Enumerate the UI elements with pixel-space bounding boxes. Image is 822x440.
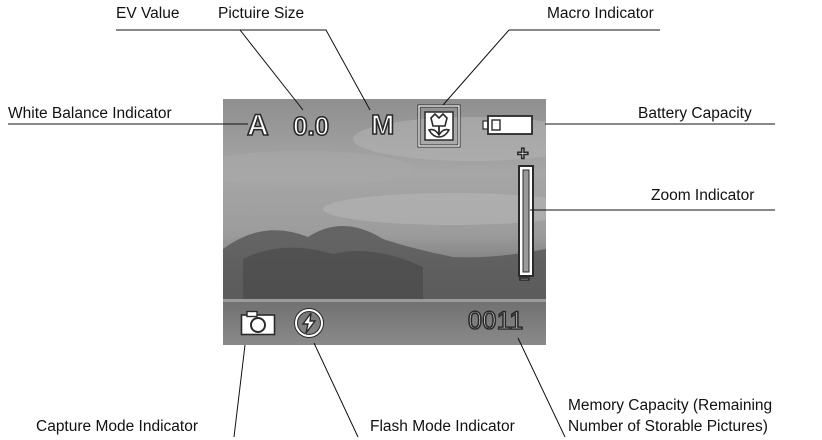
zoom-plus-sign: +	[516, 142, 529, 166]
macro-flower-icon	[417, 104, 461, 148]
memory-capacity-label-line2: Number of Storable Pictures)	[568, 418, 768, 435]
zoom-minus-sign: −	[518, 268, 530, 290]
battery-icon	[482, 115, 533, 135]
memory-capacity-label-line1: Memory Capacity (Remaining	[568, 397, 773, 414]
camera-icon	[240, 310, 276, 336]
zoom-bar	[518, 165, 534, 277]
picture-size-value: M	[370, 108, 395, 141]
flash-mode-indicator-label: Flash Mode Indicator	[370, 418, 515, 435]
capture-mode-indicator-label: Capture Mode Indicator	[36, 418, 198, 435]
picture-size-label: Pictuire Size	[218, 5, 305, 22]
zoom-indicator-label: Zoom Indicator	[651, 187, 755, 204]
white-balance-indicator-label: White Balance Indicator	[8, 105, 172, 122]
macro-indicator-label: Macro Indicator	[547, 5, 654, 22]
ev-value: 0.0	[292, 110, 330, 142]
flash-auto-icon	[294, 308, 324, 338]
camera-lcd-screen: A 0.0 M + − 0011	[223, 99, 546, 345]
ev-value-label: EV Value	[116, 5, 180, 22]
white-balance-value: A	[246, 108, 269, 143]
sky-photo-background	[223, 117, 546, 345]
battery-capacity-label: Battery Capacity	[638, 105, 752, 122]
remaining-pictures-counter: 0011	[467, 306, 524, 336]
